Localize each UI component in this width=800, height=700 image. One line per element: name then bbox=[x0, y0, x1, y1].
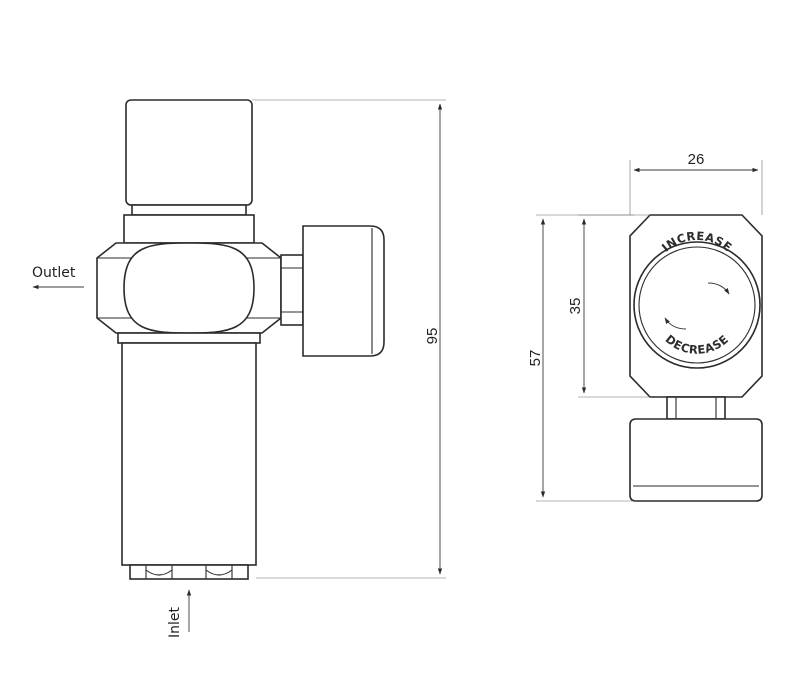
side-connector bbox=[280, 254, 304, 326]
valve-body-oval bbox=[123, 242, 255, 334]
dimension-knob-width: 26 bbox=[629, 151, 763, 215]
dimension-knob-width-value: 26 bbox=[688, 151, 705, 168]
outlet-indicator: Outlet bbox=[32, 265, 84, 290]
neck-ring bbox=[131, 204, 247, 216]
side-knob bbox=[302, 225, 385, 357]
neck bbox=[123, 214, 255, 244]
outlet-label: Outlet bbox=[32, 265, 76, 281]
decrease-rotation-arrow-icon bbox=[664, 317, 687, 330]
inlet-nut bbox=[129, 564, 249, 580]
dimension-overall-height-value: 95 bbox=[424, 328, 441, 345]
dimension-body-height-value: 57 bbox=[527, 350, 544, 367]
lower-cylinder bbox=[117, 332, 261, 344]
top-cap bbox=[125, 99, 253, 206]
dimension-dial-height-value: 35 bbox=[567, 298, 584, 315]
front-view bbox=[96, 99, 385, 580]
knob-face-inner bbox=[638, 246, 756, 364]
dimension-overall-height: 95 bbox=[252, 99, 446, 579]
inlet-indicator: Inlet bbox=[167, 589, 192, 638]
increase-rotation-arrow-icon bbox=[707, 282, 730, 295]
knob-face-outer bbox=[633, 241, 761, 369]
side-lower-cap bbox=[629, 418, 763, 502]
inlet-label: Inlet bbox=[167, 606, 183, 638]
side-view: INCREASE DECREASE bbox=[629, 214, 763, 502]
lower-body bbox=[121, 342, 257, 566]
dimension-dial-height: 35 bbox=[567, 214, 650, 398]
